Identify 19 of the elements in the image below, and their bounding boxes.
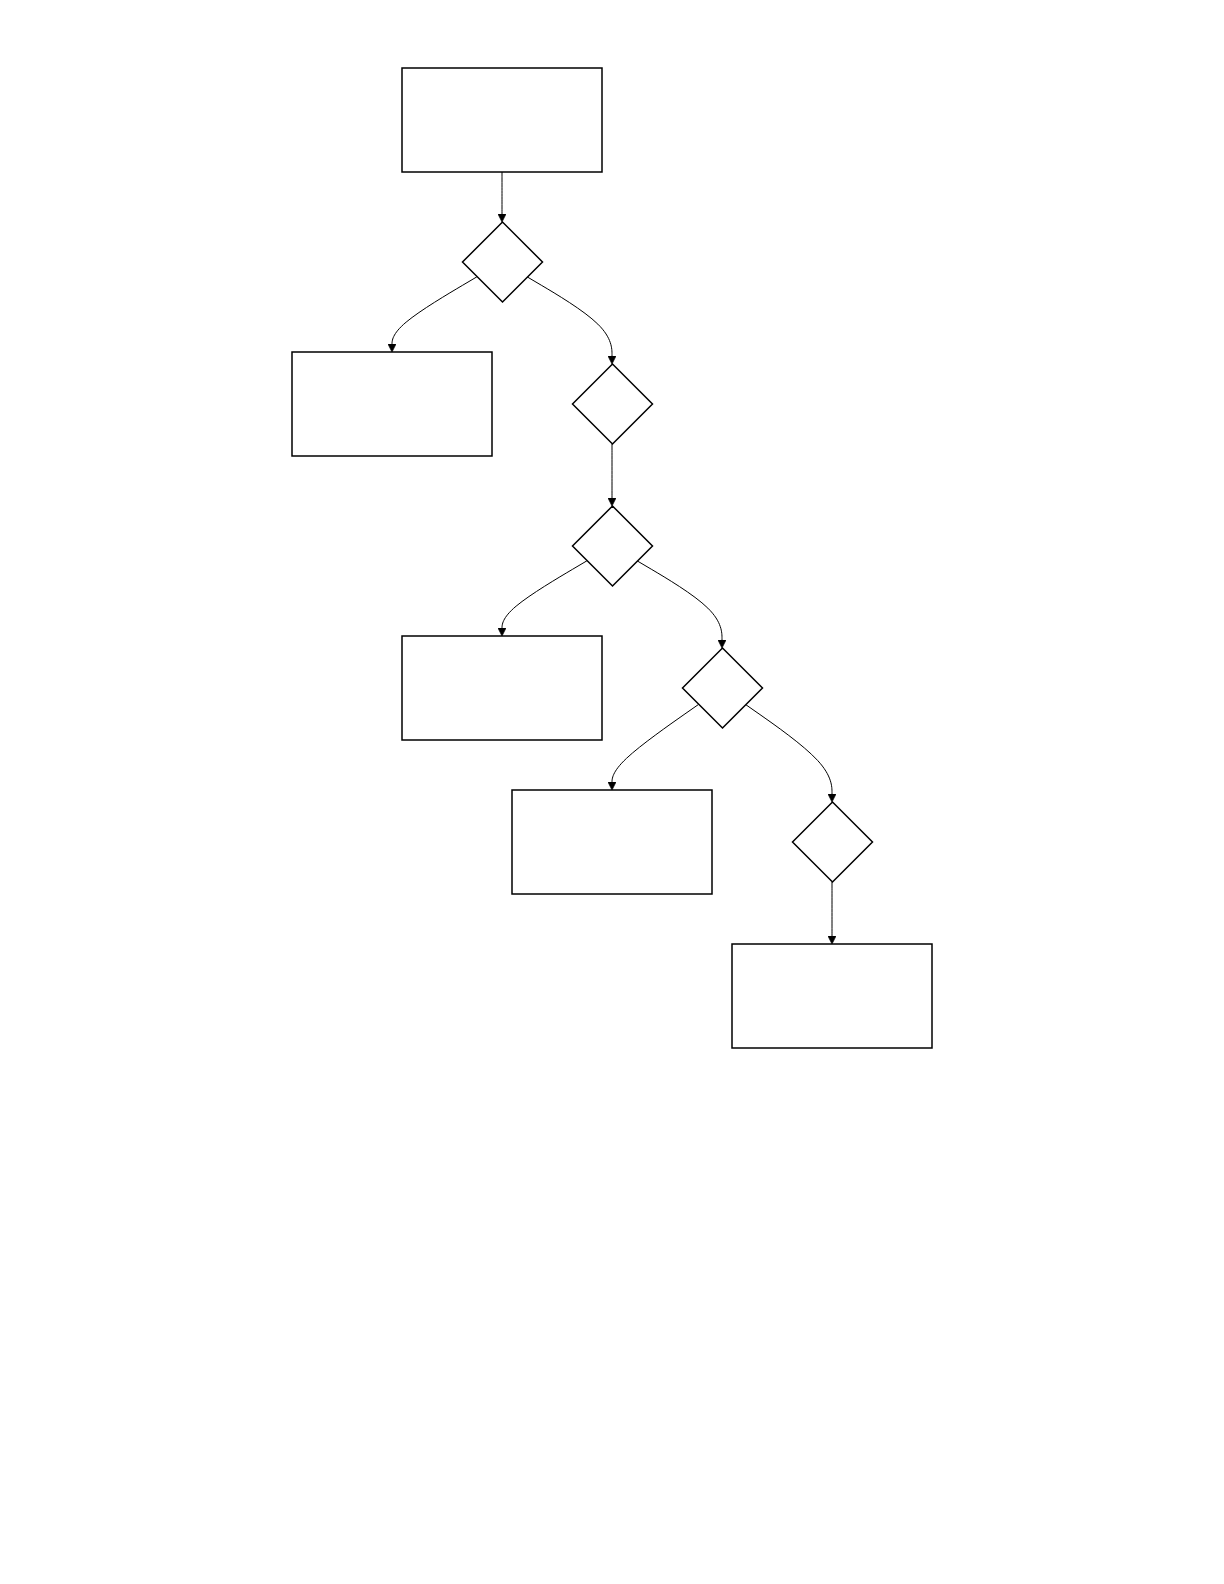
arrow — [526, 276, 617, 365]
node-diamond — [681, 646, 764, 730]
arrow — [497, 560, 588, 637]
node-diamond — [461, 220, 544, 304]
arrow — [607, 703, 699, 791]
node-box — [401, 67, 603, 173]
arrow — [387, 276, 478, 353]
arrow — [827, 881, 837, 945]
arrow — [607, 443, 617, 507]
arrow — [497, 171, 507, 223]
node-diamond — [791, 800, 874, 884]
arrow — [745, 703, 837, 803]
node-box — [401, 635, 603, 741]
node-box — [291, 351, 493, 457]
node-diamond — [571, 504, 654, 588]
node-box — [511, 789, 713, 895]
node-diamond — [571, 362, 654, 446]
arrow — [636, 560, 727, 649]
node-box — [731, 943, 933, 1049]
